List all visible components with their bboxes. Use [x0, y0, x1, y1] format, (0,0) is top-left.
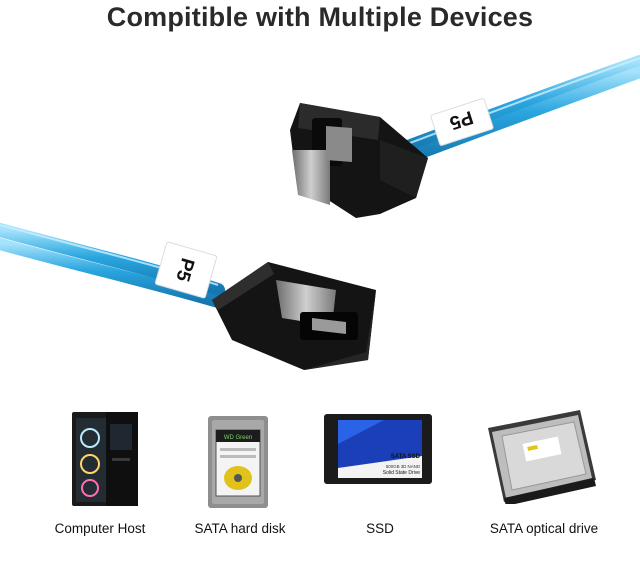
device-label-computer-host: Computer Host: [54, 521, 146, 536]
sata-cable-image: P5 P5: [0, 55, 640, 370]
upper-right-angle-connector: [290, 103, 428, 218]
page-title: Compitible with Multiple Devices: [106, 2, 534, 32]
device-label-sata-optical-drive: SATA optical drive: [489, 521, 599, 536]
upper-cable-tag: P5: [430, 98, 494, 146]
upper-cable: [393, 55, 640, 166]
device-label-sata-hard-disk: SATA hard disk: [194, 521, 286, 536]
hdd-brand-text: WD Green: [224, 435, 252, 441]
optical-drive-icon: [488, 410, 596, 504]
lower-cable-tag: P5: [154, 241, 218, 299]
lower-straight-connector: [212, 262, 376, 370]
ssd-model-text: 500GB 3D NAND: [386, 464, 420, 469]
ssd-drive-text: SATA SSD: [391, 454, 421, 460]
device-label-ssd: SSD: [366, 521, 394, 536]
hard-disk-icon: WD Green: [208, 416, 268, 508]
pc-tower-icon: [72, 412, 138, 506]
ssd-icon: 500GB 3D NAND SATA SSD Solid State Drive: [324, 414, 432, 484]
ssd-drive-subtext: Solid State Drive: [383, 470, 420, 476]
